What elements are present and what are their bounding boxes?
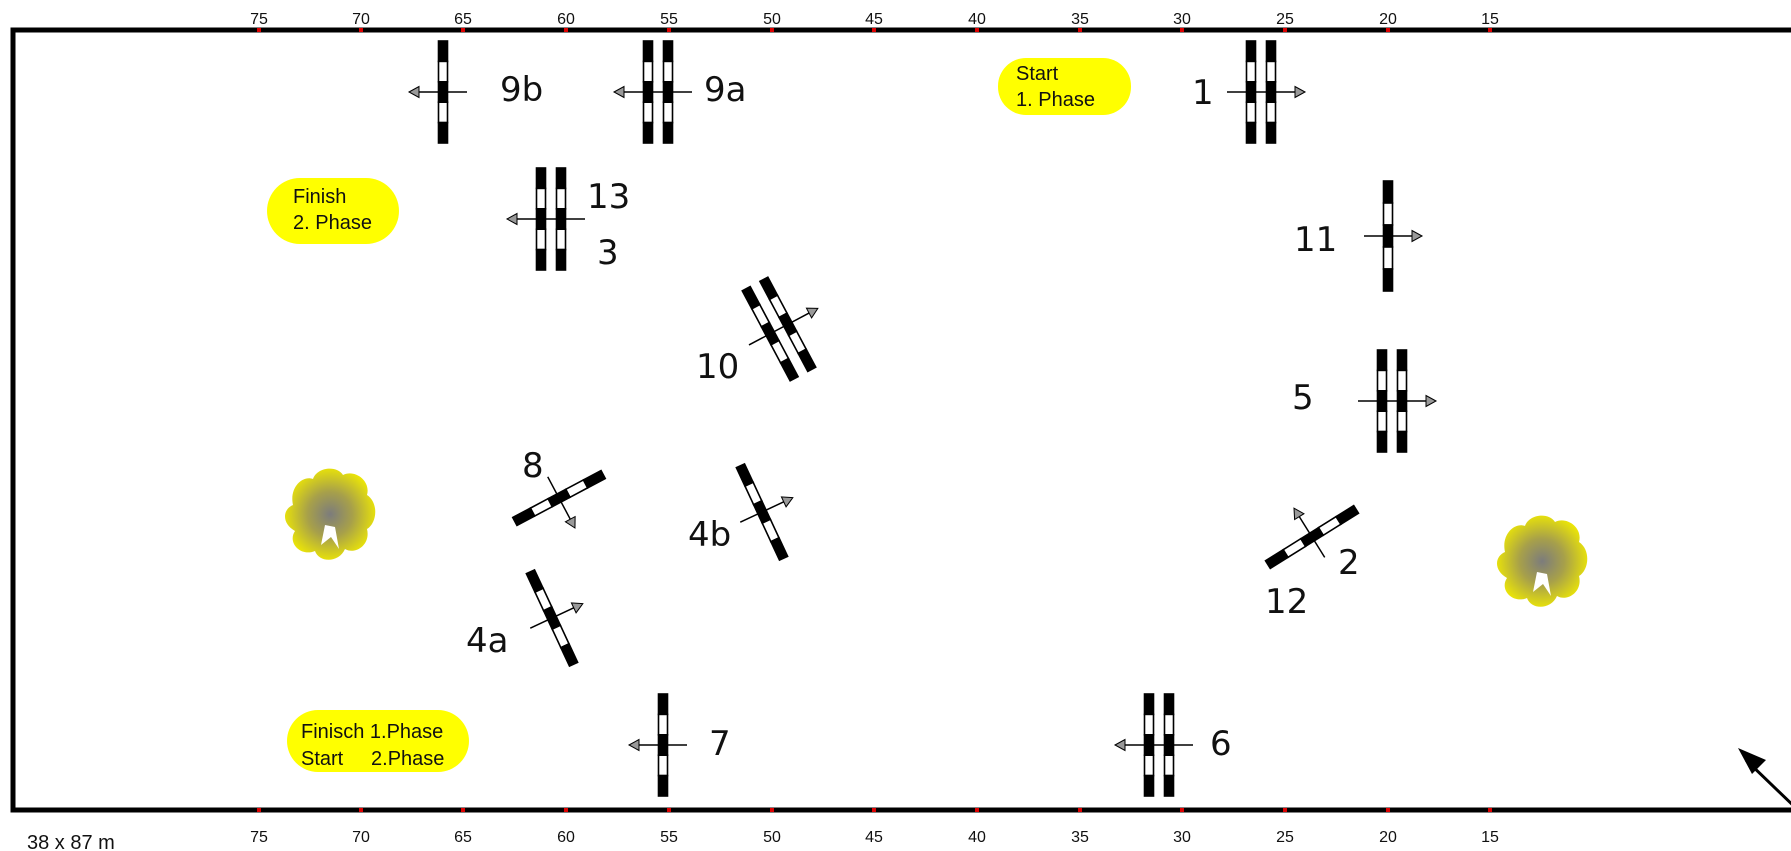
fence-label-9b: 9b xyxy=(500,70,543,110)
bottom-ruler-tick-marker xyxy=(770,808,774,812)
top-ruler-tick-label: 65 xyxy=(454,11,472,28)
top-ruler-tick-marker xyxy=(1078,28,1082,32)
fence-10 xyxy=(741,276,819,382)
bottom-ruler-tick-label: 70 xyxy=(352,829,370,846)
north-arrow-icon xyxy=(1738,748,1791,806)
bottom-ruler-tick-marker xyxy=(872,808,876,812)
fences-layer xyxy=(407,40,1438,797)
bottom-ruler-tick-marker xyxy=(1386,808,1390,812)
fence-label-5: 5 xyxy=(1292,378,1314,418)
finish-phase2-marker: Finish 2. Phase xyxy=(267,178,399,244)
top-ruler-tick-marker xyxy=(1283,28,1287,32)
top-ruler-tick-marker xyxy=(1180,28,1184,32)
bottom-ruler-tick-marker xyxy=(1078,808,1082,812)
tree-icon xyxy=(1497,515,1588,607)
top-ruler-tick-marker xyxy=(461,28,465,32)
top-ruler-tick-label: 35 xyxy=(1071,11,1089,28)
top-ruler-tick-marker xyxy=(564,28,568,32)
bottom-ruler-tick-marker xyxy=(461,808,465,812)
fence-label-2: 2 xyxy=(1338,543,1360,583)
top-ruler-tick-label: 60 xyxy=(557,11,575,28)
top-ruler: 75 70 65 60 55 50 45 40 35 30 25 20 15 xyxy=(250,11,1499,32)
bottom-ruler-tick-marker xyxy=(667,808,671,812)
finish-phase2-line1: Finish xyxy=(293,186,346,208)
bottom-ruler-tick-marker xyxy=(975,808,979,812)
bottom-ruler-tick-label: 60 xyxy=(557,829,575,846)
top-ruler-tick-label: 50 xyxy=(763,11,781,28)
bottom-ruler-tick-label: 50 xyxy=(763,829,781,846)
start-phase1-line1: Start xyxy=(1016,63,1059,85)
fence-label-3: 3 xyxy=(597,233,619,273)
fence-label-12: 12 xyxy=(1265,582,1308,622)
top-ruler-tick-marker xyxy=(1386,28,1390,32)
finish1-start2-marker: Finisch 1.Phase Start 2.Phase xyxy=(287,710,469,772)
top-ruler-tick-label: 20 xyxy=(1379,11,1397,28)
bottom-ruler-tick-label: 75 xyxy=(250,829,268,846)
start-phase1-marker: Start 1. Phase xyxy=(998,58,1131,115)
bottom-ruler-tick-label: 40 xyxy=(968,829,986,846)
finish1-start2-line2: Start 2.Phase xyxy=(301,748,444,770)
fence-label-1: 1 xyxy=(1192,73,1214,113)
bottom-ruler-tick-label: 65 xyxy=(454,829,472,846)
bottom-ruler-tick-marker xyxy=(1283,808,1287,812)
fence-label-13: 13 xyxy=(587,177,630,217)
top-ruler-tick-marker xyxy=(257,28,261,32)
fence-9b xyxy=(407,40,467,144)
fence-3-13 xyxy=(505,167,585,271)
top-ruler-tick-label: 45 xyxy=(865,11,883,28)
top-ruler-tick-marker xyxy=(1488,28,1492,32)
fence-6 xyxy=(1113,693,1193,797)
fence-label-4b: 4b xyxy=(688,515,731,555)
fence-5 xyxy=(1358,349,1438,453)
bottom-ruler-tick-marker xyxy=(1488,808,1492,812)
top-ruler-tick-marker xyxy=(770,28,774,32)
bottom-ruler-tick-marker xyxy=(1180,808,1184,812)
fence-7 xyxy=(627,693,687,797)
bottom-ruler-tick-marker xyxy=(564,808,568,812)
top-ruler-tick-marker xyxy=(872,28,876,32)
bottom-ruler-tick-label: 45 xyxy=(865,829,883,846)
bottom-ruler-tick-label: 15 xyxy=(1481,829,1499,846)
top-ruler-tick-marker xyxy=(359,28,363,32)
bottom-ruler-tick-label: 20 xyxy=(1379,829,1397,846)
bottom-ruler-tick-label: 30 xyxy=(1173,829,1191,846)
top-ruler-tick-label: 55 xyxy=(660,11,678,28)
top-ruler-tick-label: 15 xyxy=(1481,11,1499,28)
fence-label-8: 8 xyxy=(522,446,544,486)
fence-label-6: 6 xyxy=(1210,724,1232,764)
bottom-ruler-tick-marker xyxy=(359,808,363,812)
top-ruler-tick-label: 40 xyxy=(968,11,986,28)
top-ruler-tick-label: 30 xyxy=(1173,11,1191,28)
fence-label-9a: 9a xyxy=(704,70,746,110)
arena-dimensions: 38 x 87 m xyxy=(27,832,115,851)
top-ruler-tick-marker xyxy=(667,28,671,32)
top-ruler-tick-label: 70 xyxy=(352,11,370,28)
top-ruler-tick-label: 75 xyxy=(250,11,268,28)
fence-label-7: 7 xyxy=(709,724,731,764)
start-phase1-line2: 1. Phase xyxy=(1016,89,1095,111)
fence-label-11: 11 xyxy=(1294,220,1337,260)
fence-8 xyxy=(511,469,607,529)
top-ruler-tick-marker xyxy=(975,28,979,32)
arena-boundary xyxy=(10,27,1791,813)
fence-label-10: 10 xyxy=(696,347,739,387)
bottom-ruler-tick-label: 25 xyxy=(1276,829,1294,846)
fence-11 xyxy=(1364,180,1424,292)
fence-1 xyxy=(1227,40,1307,144)
fence-9a xyxy=(612,40,692,144)
tree-icon xyxy=(285,468,376,560)
bottom-ruler-tick-marker xyxy=(257,808,261,812)
fence-2 xyxy=(1264,504,1360,570)
finish-phase2-line2: 2. Phase xyxy=(293,212,372,234)
fence-4b xyxy=(735,462,794,562)
finish1-start2-line1: Finisch 1.Phase xyxy=(301,721,443,743)
bottom-ruler-tick-label: 35 xyxy=(1071,829,1089,846)
bottom-ruler: 75 70 65 60 55 50 45 40 35 30 25 20 15 xyxy=(250,808,1499,846)
fence-label-4a: 4a xyxy=(466,621,508,661)
bottom-ruler-tick-label: 55 xyxy=(660,829,678,846)
fence-4a xyxy=(525,568,584,668)
top-ruler-tick-label: 25 xyxy=(1276,11,1294,28)
